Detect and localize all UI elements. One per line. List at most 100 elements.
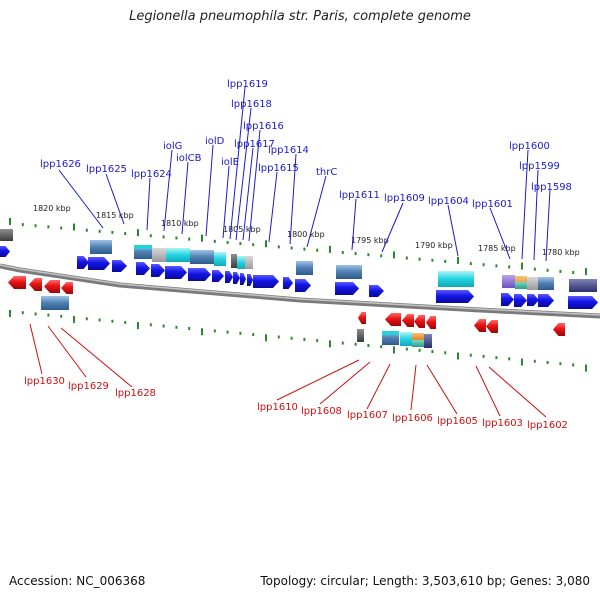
major-tick: [393, 251, 395, 259]
gene-label: lpp1610: [257, 402, 298, 413]
reverse-gene-labels: lpp1630 lpp1629 lpp1628 lpp1610 lpp1608 …: [24, 376, 568, 431]
gene-label: lpp1617: [234, 139, 275, 150]
minor-tick: [444, 259, 447, 263]
major-tick: [201, 328, 203, 336]
minor-tick: [252, 333, 255, 337]
map-title: Legionella pneumophila str. Paris, compl…: [129, 9, 471, 24]
minor-tick: [111, 230, 114, 234]
gene-label: lpp1615: [258, 163, 299, 174]
forward-gene-arrow: [568, 296, 598, 309]
minor-tick: [341, 341, 344, 345]
reverse-gene-arrow: [426, 316, 436, 329]
reverse-gene-arrow: [29, 278, 42, 291]
minor-tick: [188, 237, 191, 241]
major-tick: [9, 310, 11, 317]
kbp-label: 1790 kbp: [415, 241, 453, 250]
gene-label: lpp1603: [482, 418, 523, 429]
kbp-label: 1820 kbp: [33, 204, 71, 213]
forward-gene-arrow: [165, 266, 187, 279]
forward-gene-arrow: [88, 257, 110, 270]
minor-tick: [482, 354, 485, 358]
forward-gene-arrow: [212, 270, 224, 282]
minor-tick: [175, 325, 178, 329]
reverse-gene-arrow: [414, 315, 425, 328]
reverse-genes: [8, 276, 565, 336]
gene-label: lpp1626: [40, 159, 81, 170]
minor-tick: [213, 239, 216, 243]
minor-tick: [405, 256, 408, 260]
gene-label: thrC: [316, 167, 337, 178]
feature-track-upper: [0, 229, 597, 292]
gene-label: iolCB: [176, 153, 202, 164]
forward-gene-labels: lpp1626 lpp1625 lpp1624 iolG iolCB iolD …: [40, 79, 572, 210]
reverse-gene-arrow: [358, 312, 366, 324]
gene-label: lpp1601: [472, 199, 513, 210]
minor-tick: [149, 323, 152, 327]
forward-scale-ticks: [9, 218, 587, 276]
minor-tick: [546, 360, 549, 364]
minor-tick: [316, 248, 319, 252]
major-tick: [329, 340, 331, 348]
forward-gene-arrow: [538, 294, 554, 307]
minor-tick: [380, 254, 383, 258]
minor-tick: [47, 225, 50, 229]
forward-gene-arrow: [527, 294, 539, 306]
forward-gene-arrow: [240, 273, 246, 285]
gene-label: lpp1598: [531, 182, 572, 193]
forward-gene-arrow: [436, 290, 474, 303]
minor-tick: [559, 269, 562, 273]
gene-label: lpp1600: [509, 141, 550, 152]
forward-gene-arrow: [514, 294, 527, 307]
accession-text: Accession: NC_006368: [9, 574, 146, 588]
gene-label: lpp1616: [243, 121, 284, 132]
minor-tick: [354, 252, 357, 256]
gene-label: lpp1624: [131, 169, 172, 180]
minor-tick: [559, 362, 562, 366]
minor-tick: [572, 271, 575, 275]
minor-tick: [85, 228, 88, 232]
major-tick: [585, 268, 587, 276]
minor-tick: [226, 240, 229, 244]
minor-tick: [188, 326, 191, 330]
forward-gene-arrow: [283, 277, 293, 289]
minor-tick: [444, 351, 447, 355]
major-tick: [521, 358, 523, 366]
reverse-gene-arrow: [385, 313, 401, 326]
minor-tick: [495, 356, 498, 360]
forward-gene-arrow: [501, 293, 514, 306]
minor-tick: [60, 314, 63, 318]
minor-tick: [380, 345, 383, 349]
reverse-gene-arrow: [474, 319, 486, 332]
major-tick: [73, 316, 75, 324]
minor-tick: [98, 229, 101, 233]
kbp-label: 1815 kbp: [96, 211, 134, 220]
minor-tick: [533, 267, 536, 271]
minor-tick: [277, 245, 280, 249]
kbp-label: 1785 kbp: [478, 244, 516, 253]
forward-gene-arrow: [247, 274, 253, 286]
minor-tick: [495, 264, 498, 268]
kbp-label: 1810 kbp: [161, 219, 199, 228]
major-tick: [9, 218, 11, 225]
gene-label: iolE: [221, 157, 239, 168]
gene-label: lpp1609: [384, 193, 425, 204]
minor-tick: [34, 312, 37, 316]
gene-label: lpp1618: [231, 99, 272, 110]
forward-gene-arrow: [136, 262, 150, 275]
major-tick: [329, 245, 331, 253]
kbp-label: 1800 kbp: [287, 230, 325, 239]
gene-label: lpp1602: [527, 420, 568, 431]
minor-tick: [303, 247, 306, 251]
gene-label: lpp1625: [86, 164, 127, 175]
minor-tick: [21, 311, 24, 315]
minor-tick: [508, 265, 511, 269]
gene-label: lpp1606: [392, 413, 433, 424]
minor-tick: [418, 257, 421, 261]
forward-gene-arrow: [253, 275, 279, 288]
minor-tick: [482, 263, 485, 267]
minor-tick: [175, 236, 178, 240]
reverse-gene-arrow: [402, 314, 414, 327]
minor-tick: [277, 335, 280, 339]
minor-tick: [34, 224, 37, 228]
